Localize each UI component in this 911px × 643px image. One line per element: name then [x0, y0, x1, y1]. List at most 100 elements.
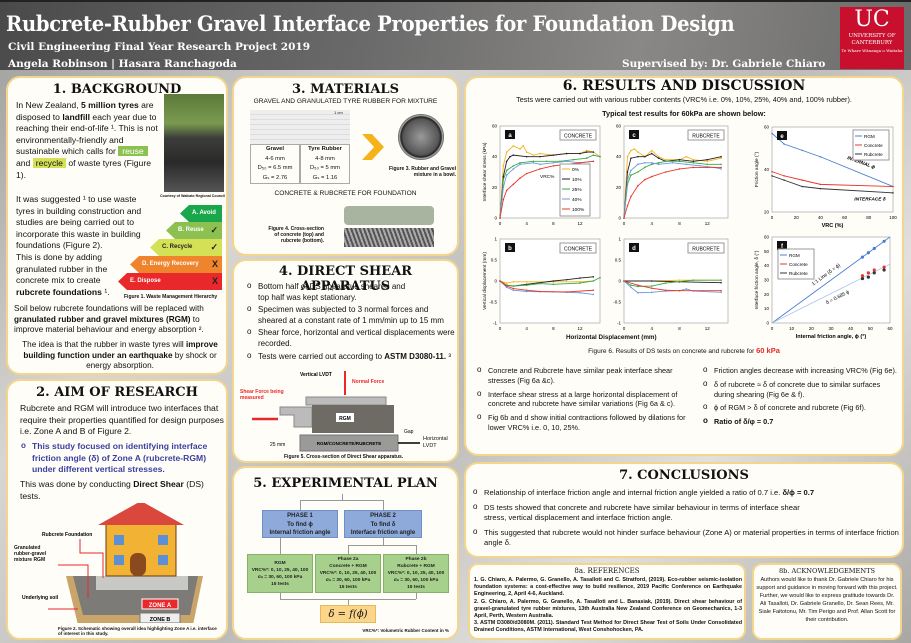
- chart-label-box: [687, 129, 725, 141]
- data-point: [552, 280, 555, 282]
- data-point: [678, 160, 681, 163]
- background-para-4: Soil below rubcrete foundations will be …: [14, 304, 204, 334]
- chart-label-box: [687, 242, 725, 254]
- reference-item: 2. G. Chiaro, A. Palermo, G. Granello, A…: [474, 598, 742, 620]
- figure-4-caption: Figure 4. Cross-section of concrete (top…: [268, 226, 324, 244]
- data-point: [505, 285, 508, 287]
- data-point: [801, 179, 804, 181]
- data-point: [706, 160, 708, 163]
- data-point: [572, 158, 575, 161]
- background-para-5: The idea is that the rubber in waste tyr…: [22, 340, 218, 370]
- data-point: [650, 152, 653, 155]
- x-tick-label: 12: [577, 326, 583, 331]
- cross-icon: X: [211, 276, 218, 286]
- data-point: [650, 163, 653, 166]
- figure-3-caption: Figure 3. Rubber and Gravel mixture in a…: [389, 166, 456, 178]
- data-point: [579, 282, 581, 284]
- data-point: [633, 148, 636, 150]
- data-point: [650, 291, 653, 294]
- conclusion-bullet: Relationship of interface friction angle…: [472, 487, 902, 499]
- scale-label: 1 cm: [334, 110, 343, 115]
- y-tick-label: 50: [764, 249, 770, 254]
- panel-letter: e: [780, 134, 784, 140]
- data-point: [801, 185, 804, 188]
- top-box: [305, 396, 387, 406]
- data-point: [592, 276, 595, 278]
- data-point: [637, 291, 639, 294]
- y-tick-label: 30: [764, 278, 770, 283]
- data-point: [525, 172, 528, 175]
- data-point: [650, 280, 653, 282]
- results-heading: 6. RESULTS AND DISCUSSION: [562, 78, 806, 94]
- gap-label: Gap: [404, 429, 414, 435]
- data-point: [637, 155, 639, 158]
- x-tick-label: 0: [623, 221, 626, 226]
- data-point: [512, 183, 515, 186]
- results-bullet: δ of rubcrete ≈ δ of concrete due to sim…: [702, 379, 900, 400]
- plan-heading: 5. EXPERIMENTAL PLAN: [253, 476, 438, 491]
- data-point: [522, 145, 525, 147]
- rgm-label: Granulated rubber-gravel mixture RGM: [14, 545, 47, 563]
- x-tick-label: 0: [771, 215, 774, 220]
- one-to-one-line: [771, 236, 891, 324]
- vrc-footnote: VRC%*: Volumetric Rubber Content in %: [362, 628, 449, 633]
- chart-label-box: [559, 129, 597, 141]
- data-point: [592, 160, 595, 163]
- y-tick-label: 20: [492, 185, 498, 190]
- data-point: [579, 281, 581, 283]
- y-tick-label: 0: [766, 321, 769, 326]
- references-list: 1. G. Chiaro, A. Palermo, G. Granello, A…: [474, 577, 742, 635]
- chart-label: RUBCRETE: [692, 134, 720, 140]
- y-tick-label: 20: [764, 292, 770, 297]
- y-tick-label: 40: [764, 263, 770, 268]
- data-point: [630, 149, 632, 152]
- reuse-highlight: reuse: [118, 146, 148, 157]
- mixture-bowl-photo: [398, 114, 444, 160]
- panel-letter-box: [629, 243, 639, 252]
- data-point: [545, 160, 548, 163]
- panel-letter: d: [632, 246, 636, 252]
- data-point: [512, 281, 515, 283]
- chevron-right-icon: [362, 134, 384, 160]
- data-point: [692, 279, 695, 281]
- panel-letter-box: [505, 130, 515, 139]
- fit-line: [771, 263, 891, 324]
- reference-item: 3. ASTM D3080/d3080M. (2011). Standard T…: [474, 620, 742, 634]
- x-tick-label: 60: [842, 215, 848, 220]
- zone-a-label: ZONE A: [149, 603, 172, 609]
- rgm-label: RGM: [339, 416, 351, 422]
- data-point: [650, 162, 653, 164]
- data-point: [892, 185, 894, 188]
- conclusion-bullet: DS tests showed that concrete and rubcre…: [472, 502, 812, 524]
- logo-tagline: Te Whare Wānanga o Waitaha: [841, 48, 903, 53]
- x-tick-label: 8: [678, 326, 681, 331]
- data-point: [539, 163, 541, 166]
- data-point: [819, 187, 822, 190]
- legend-label: Concrete: [864, 143, 883, 148]
- figure-2-caption: Figure 2. Schematic showing overall idea…: [58, 626, 217, 636]
- tyre-dump-photo: [164, 94, 224, 192]
- data-point: [539, 290, 541, 293]
- house-door: [130, 553, 146, 576]
- legend-box: [559, 163, 591, 217]
- data-point: [664, 171, 667, 173]
- soil-label: Underlying soil: [22, 595, 59, 601]
- y-axis-label: Interface shear stress (kPa): [482, 142, 488, 201]
- hierarchy-label: A. Avoid: [192, 210, 216, 216]
- data-point: [579, 291, 581, 294]
- data-point: [579, 162, 581, 164]
- data-point: [623, 280, 625, 282]
- data-point: [692, 160, 695, 163]
- data-point: [650, 175, 653, 178]
- data-point: [650, 285, 653, 287]
- x-tick-label: 0: [771, 326, 774, 331]
- data-point: [685, 163, 688, 166]
- formula-box: δ = f(ϕ): [320, 605, 376, 623]
- x-tick-label: 4: [650, 326, 653, 331]
- data-point: [637, 151, 639, 153]
- vertical-lvdt-label: Vertical LVDT: [300, 372, 332, 378]
- foundation-schematic: ZONE A ZONE B Rubcrete Foundation Underl…: [22, 503, 203, 623]
